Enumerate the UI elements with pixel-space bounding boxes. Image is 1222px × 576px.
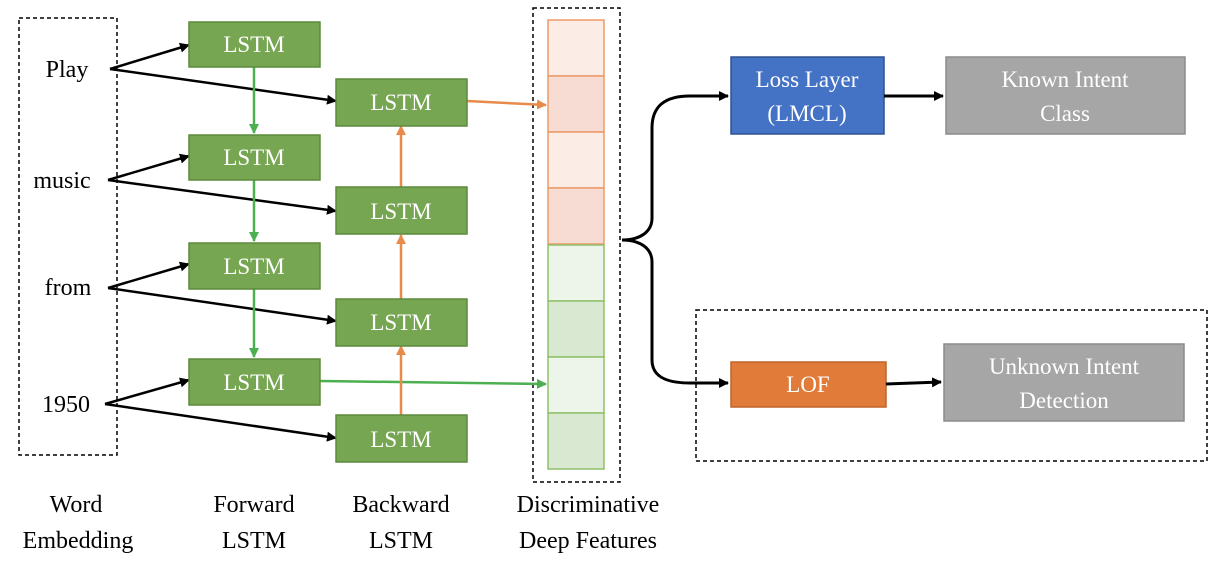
branch-brace [621,91,729,242]
caption-word-embedding-line1: Word [50,492,103,518]
feature-cell-1 [547,19,605,77]
word-1950: 1950 [42,392,90,418]
backward-lstm-box-1 [335,78,468,127]
forward-lstm-box-4 [188,358,321,406]
word-embedding-container [18,17,118,456]
caption-backward-lstm-line2: LSTM [369,528,433,554]
unknown-intent-box [943,343,1185,422]
caption-features-line2: Deep Features [519,528,657,554]
loss-layer-label-line2: (LMCL) [767,101,846,126]
backward-lstm-label-4: LSTM [370,427,431,452]
feature-cell-6 [547,300,605,358]
caption-backward-lstm-line1: Backward [352,492,449,518]
forward-arrows [249,67,547,389]
feature-cell-2 [547,75,605,133]
backward-lstm-label-1: LSTM [370,90,431,115]
forward-lstm-label-2: LSTM [223,145,284,170]
caption-forward-lstm-line1: Forward [213,492,294,518]
caption-features-line1: Discriminative [517,492,660,518]
caption-word-embedding-line2: Embedding [23,528,134,554]
forward-lstm-box-3 [188,242,321,290]
known-intent-box [945,56,1186,135]
feature-cell-5 [547,244,605,302]
loss-layer-box [730,56,885,135]
forward-lstm-column: LSTM LSTM LSTM LSTM [188,21,321,406]
word-from: from [45,275,92,301]
forward-lstm-box-1 [188,21,321,68]
branch-brace-lower [621,238,729,388]
known-intent-label-line1: Known Intent [1001,67,1129,92]
backward-lstm-label-2: LSTM [370,199,431,224]
unknown-detection-container [695,309,1208,462]
lof-to-unknown-arrow [885,377,942,388]
unknown-intent-label-line2: Detection [1019,388,1109,413]
word-music: music [33,168,90,194]
backward-lstm-box-3 [335,298,468,347]
features-container [532,7,621,483]
lof-label: LOF [786,372,829,397]
feature-vector [547,19,605,470]
forward-lstm-label-1: LSTM [223,32,284,57]
word-play: Play [46,57,89,83]
unknown-intent-label-line1: Unknown Intent [989,354,1140,379]
embedding-arrows [104,42,337,442]
known-intent-label-line2: Class [1040,101,1090,126]
forward-lstm-box-2 [188,134,321,181]
backward-arrows [396,99,547,415]
forward-lstm-label-3: LSTM [223,254,284,279]
backward-lstm-column: LSTM LSTM LSTM LSTM [335,78,468,463]
backward-lstm-label-3: LSTM [370,310,431,335]
loss-layer-label-line1: Loss Layer [756,67,859,92]
caption-forward-lstm-line2: LSTM [222,528,286,554]
feature-cell-4 [547,187,605,245]
backward-lstm-box-4 [335,414,468,463]
forward-lstm-label-4: LSTM [223,370,284,395]
feature-cell-7 [547,356,605,414]
feature-cell-8 [547,412,605,470]
backward-lstm-box-2 [335,186,468,235]
feature-cell-3 [547,131,605,189]
lof-box [730,361,887,408]
